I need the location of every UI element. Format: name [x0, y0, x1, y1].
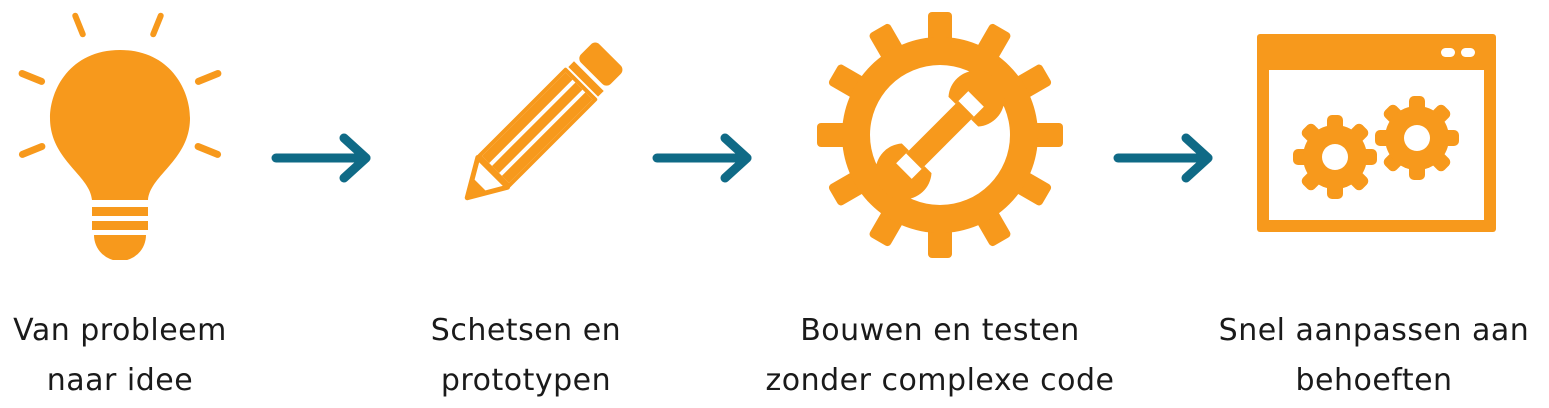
step-2-label: Schetsen en prototypen: [396, 306, 656, 406]
lightbulb-icon: [18, 12, 222, 260]
step-1-label: Van probleem naar idee: [0, 306, 240, 406]
pencil-icon: [464, 42, 623, 201]
browser-gears-icon: [1257, 34, 1496, 232]
step-3-label: Bouwen en testen zonder complexe code: [740, 306, 1140, 406]
step-2-line-1: Schetsen en: [430, 313, 622, 348]
step-4-line-2: behoeften: [1295, 363, 1453, 398]
step-4-line-1: Snel aanpassen aan: [1218, 313, 1530, 348]
step-2-line-2: prototypen: [440, 363, 612, 398]
step-4-label: Snel aanpassen aan behoeften: [1199, 306, 1549, 406]
step-1-line-2: naar idee: [46, 363, 194, 398]
arrow-right-icon: [652, 133, 752, 183]
gear-wrench-icon: [817, 12, 1063, 258]
step-3-line-1: Bouwen en testen: [800, 313, 1080, 348]
arrow-right-icon: [271, 133, 371, 183]
arrow-right-icon: [1113, 133, 1213, 183]
step-3-line-2: zonder complexe code: [765, 363, 1115, 398]
step-1-line-1: Van probleem: [13, 313, 227, 348]
